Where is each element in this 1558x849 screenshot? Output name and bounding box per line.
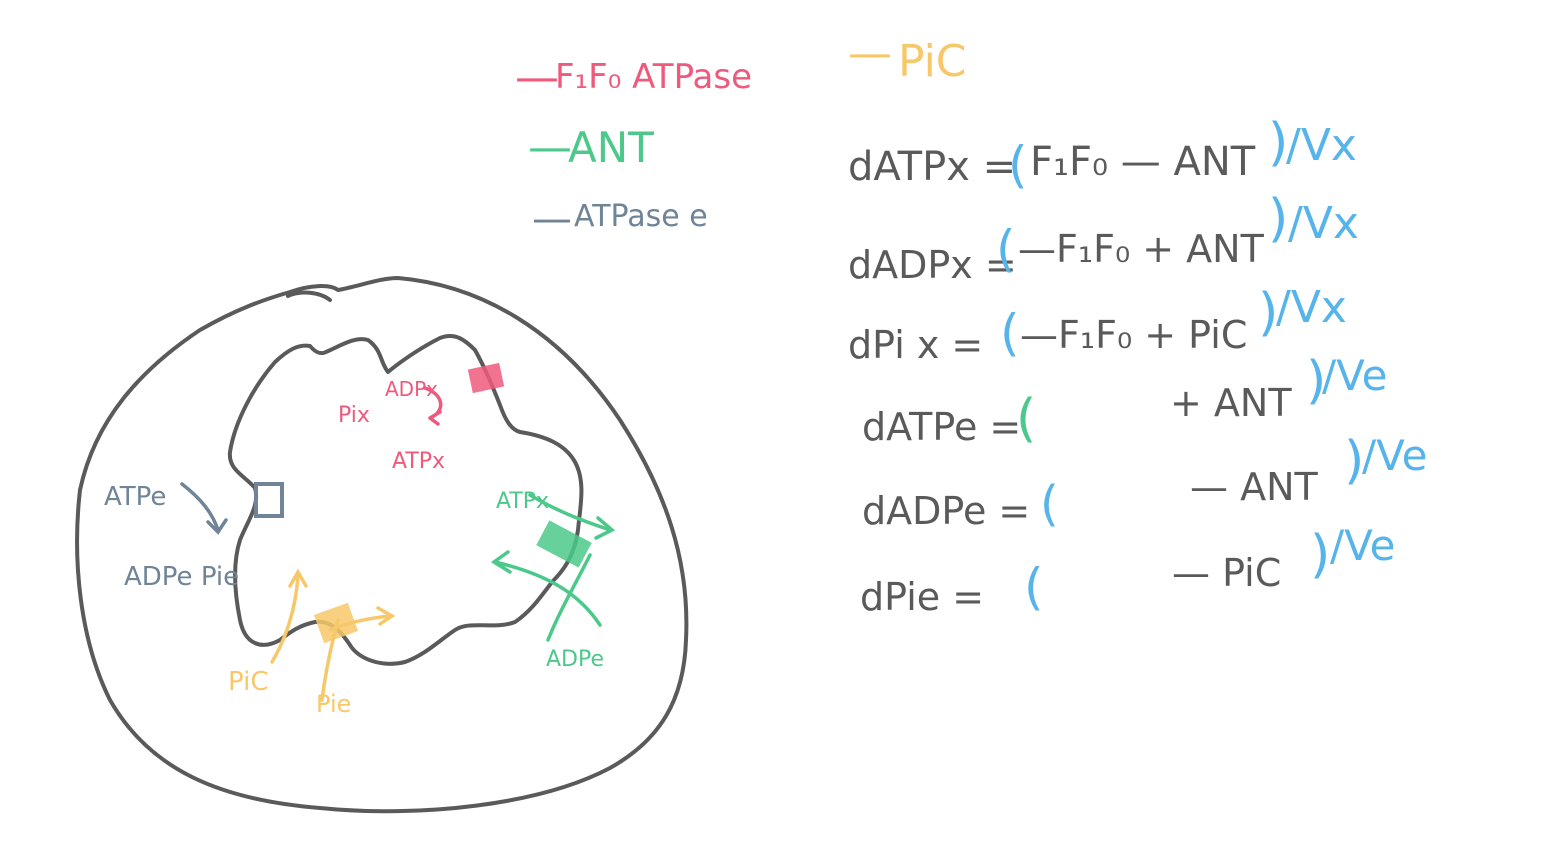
legend-item-pic: — PiC xyxy=(848,28,967,87)
equation-denominator: /Vx xyxy=(1286,120,1357,171)
legend-item-atpase-e: — ATPase e xyxy=(532,196,708,242)
mitochondrion-diagram: Pix ADPx ATPx ATPx ADPe ATPe ADPe Pie Pi… xyxy=(75,276,689,814)
equation-close-paren: ) xyxy=(1268,189,1288,249)
equation-datpx: dATPx = ( F₁F₀ — ANT ) /Vx xyxy=(848,113,1357,194)
legend-dash: — xyxy=(848,28,892,79)
legend-dash: — xyxy=(528,122,572,173)
equation-close-paren: ) xyxy=(1310,525,1330,585)
label-atpx-red: ATPx xyxy=(392,449,445,474)
equation-open-paren: ( xyxy=(1016,389,1036,449)
legend: — F₁F₀ ATPase — PiC — ANT — ATPase e xyxy=(515,28,967,242)
label-adpe-pie: ADPe Pie xyxy=(124,562,239,592)
equation-lhs: dPi x = xyxy=(848,323,983,367)
label-atpe: ATPe xyxy=(104,482,166,512)
equation-denominator: /Ve xyxy=(1362,431,1427,480)
equation-denominator: /Ve xyxy=(1322,351,1387,400)
legend-label-ant: ANT xyxy=(568,123,654,172)
equation-open-paren: ( xyxy=(1024,558,1044,616)
equation-lhs: dADPx = xyxy=(848,243,1017,287)
legend-label-atpase-e: ATPase e xyxy=(574,199,708,234)
equation-dpie: dPie = ( — PiC ) /Ve xyxy=(860,521,1395,619)
legend-item-ant: — ANT xyxy=(528,122,654,173)
equation-close-paren: ) xyxy=(1268,113,1288,173)
ant-transporter-box xyxy=(536,520,592,568)
equation-dpix: dPi x = ( —F₁F₀ + PiC ) /Vx xyxy=(848,282,1347,367)
equation-body: —F₁F₀ + PiC xyxy=(1020,313,1247,357)
label-pix: Pix xyxy=(338,403,370,428)
equation-body: — ANT xyxy=(1190,465,1319,509)
equation-body: + ANT xyxy=(1170,381,1292,425)
equation-denominator: /Vx xyxy=(1276,282,1347,333)
equation-lhs: dPie = xyxy=(860,575,984,619)
ant-import-arrow-icon xyxy=(490,550,602,627)
legend-dash: — xyxy=(532,196,572,242)
equation-dadpe: dADPe = ( — ANT ) /Ve xyxy=(862,431,1427,533)
equation-lhs: dATPx = xyxy=(848,144,1016,190)
legend-item-f1f0-atpase: — F₁F₀ ATPase xyxy=(515,52,752,103)
equation-lhs: dADPe = xyxy=(862,489,1030,533)
equations: dATPx = ( F₁F₀ — ANT ) /Vx dADPx = ( —F₁… xyxy=(848,113,1427,619)
label-pic: PiC xyxy=(228,667,269,697)
equation-body: —F₁F₀ + ANT xyxy=(1018,227,1265,271)
pic-up-arrow-icon xyxy=(270,568,308,664)
legend-label-pic: PiC xyxy=(898,36,967,87)
equation-body: F₁F₀ — ANT xyxy=(1030,139,1256,185)
inner-membrane xyxy=(227,333,584,666)
equation-denominator: /Vx xyxy=(1288,198,1359,249)
equation-close-paren: ) xyxy=(1306,351,1326,411)
equation-open-paren: ( xyxy=(996,220,1016,278)
f1f0-atpase-box xyxy=(467,362,505,394)
ant-export-arrow-icon xyxy=(528,493,616,540)
legend-dash: — xyxy=(515,52,559,103)
equation-lhs: dATPe = xyxy=(862,405,1021,449)
legend-label-f1f0-atpase: F₁F₀ ATPase xyxy=(555,57,752,97)
pic-link-icon xyxy=(320,618,340,702)
label-adpe-green: ADPe xyxy=(546,647,604,672)
equation-dadpx: dADPx = ( —F₁F₀ + ANT ) /Vx xyxy=(848,189,1359,287)
equation-close-paren: ) xyxy=(1258,283,1278,343)
ant-import-link-icon xyxy=(546,553,592,642)
equation-open-paren: ( xyxy=(1000,304,1020,362)
equation-open-paren: ( xyxy=(1040,476,1059,532)
equation-datpe: dATPe = ( + ANT ) /Ve xyxy=(862,351,1387,449)
outer-membrane xyxy=(75,276,689,814)
reaction-arrow-icon xyxy=(423,386,443,426)
equation-body: — PiC xyxy=(1172,551,1281,595)
atpase-arrow-icon xyxy=(180,482,228,535)
atpase-e-box xyxy=(254,482,284,518)
equation-close-paren: ) xyxy=(1344,431,1364,491)
equation-denominator: /Ve xyxy=(1330,521,1395,570)
equation-open-paren: ( xyxy=(1008,136,1028,194)
